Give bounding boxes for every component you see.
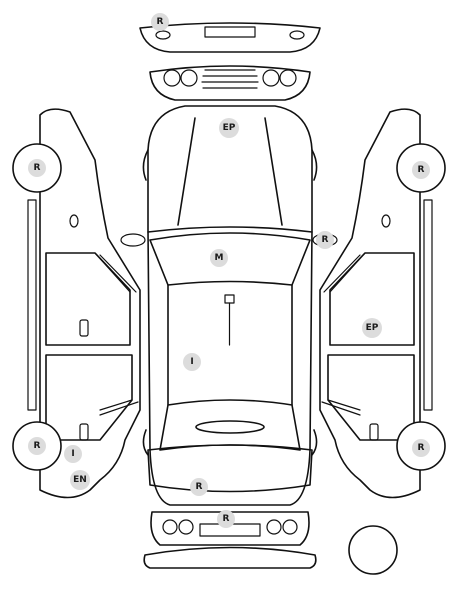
- mark-left-rear-wheel[interactable]: R: [28, 437, 46, 455]
- mark-left-front-wheel-label: R: [34, 163, 41, 173]
- mark-right-rear-wheel[interactable]: R: [412, 439, 430, 457]
- mark-left-rear-fender[interactable]: I: [64, 445, 82, 463]
- top-view: [120, 105, 338, 506]
- mark-trunk-label: R: [196, 482, 203, 492]
- rear-view: [143, 511, 317, 569]
- mark-right-mirror[interactable]: R: [316, 231, 334, 249]
- mark-roof[interactable]: I: [183, 353, 201, 371]
- mark-windshield-label: M: [215, 253, 224, 263]
- mark-right-rear-door[interactable]: EP: [362, 318, 382, 338]
- mark-right-mirror-label: R: [322, 235, 329, 245]
- mark-rear-bumper-label: R: [223, 514, 230, 524]
- mark-left-front-wheel[interactable]: R: [28, 159, 46, 177]
- mark-windshield[interactable]: M: [210, 249, 228, 267]
- mark-left-rear-wheel-label: R: [34, 441, 41, 451]
- mark-hood-label: EP: [223, 123, 236, 133]
- mark-hood[interactable]: EP: [219, 118, 239, 138]
- mark-rear-bumper[interactable]: R: [217, 510, 235, 528]
- mark-trunk[interactable]: R: [190, 478, 208, 496]
- spare-tyre: [348, 525, 398, 575]
- mark-rear-roof-label: R: [157, 17, 164, 27]
- mark-right-front-wheel-label: R: [418, 165, 425, 175]
- mark-left-rear-lower[interactable]: EN: [70, 470, 90, 490]
- mark-roof-label: I: [190, 357, 193, 367]
- mark-left-rear-lower-label: EN: [73, 475, 87, 485]
- mark-rear-roof[interactable]: R: [151, 13, 169, 31]
- mark-right-front-wheel[interactable]: R: [412, 161, 430, 179]
- mark-right-rear-door-label: EP: [366, 323, 379, 333]
- front-view: [139, 22, 321, 101]
- mark-left-rear-fender-label: I: [71, 449, 74, 459]
- mark-right-rear-wheel-label: R: [418, 443, 425, 453]
